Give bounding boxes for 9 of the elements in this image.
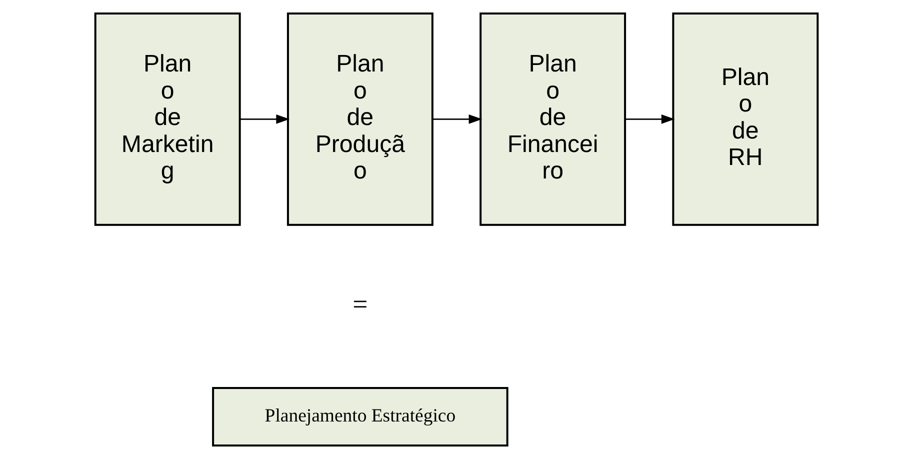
arrow: [432, 114, 482, 124]
node-box: Plan o de Produçã o: [286, 12, 433, 226]
node-box: Plan o de RH: [672, 12, 818, 226]
arrow: [624, 114, 674, 124]
label: =: [352, 289, 368, 320]
arrow: [240, 114, 290, 124]
node-box: Plan o de Financei ro: [479, 12, 626, 226]
node-box: Plan o de Marketin g: [94, 12, 240, 226]
node-box: Planejamento Estratégico: [212, 387, 508, 447]
